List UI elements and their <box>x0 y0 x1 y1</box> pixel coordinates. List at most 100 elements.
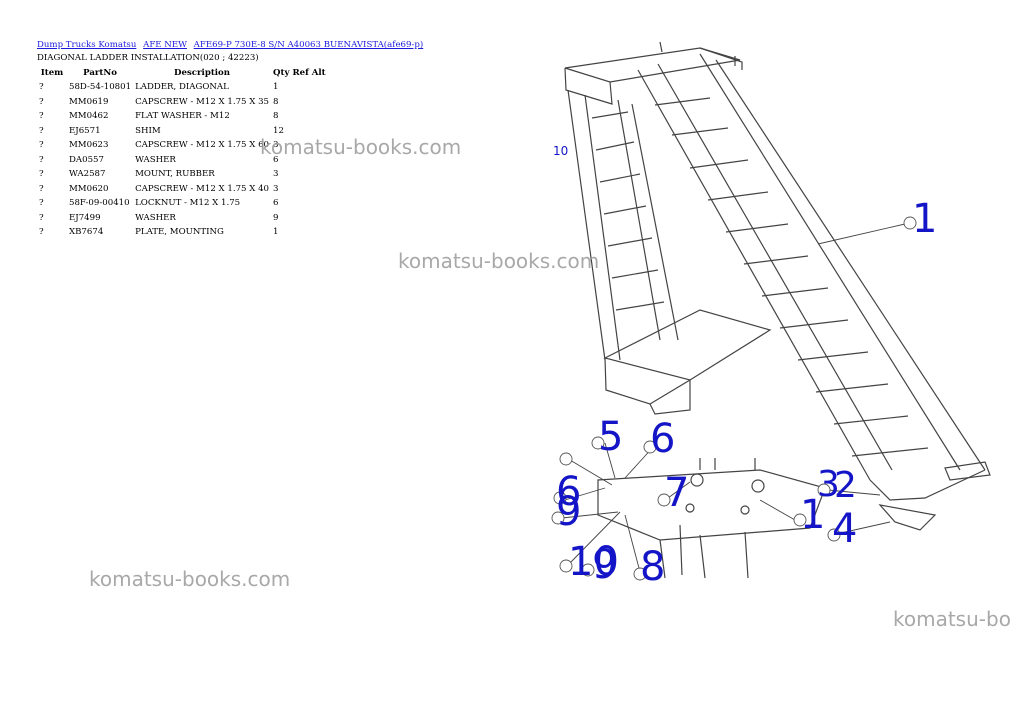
cell-qty: 8 <box>273 96 279 107</box>
callout-6: 6 <box>650 416 675 462</box>
callout-3: 3 <box>817 464 840 505</box>
header-description: Description <box>174 68 231 78</box>
cell-description: WASHER <box>135 212 176 223</box>
breadcrumb-link-afe-new[interactable]: AFE NEW <box>143 40 187 50</box>
cell-partno: XB7674 <box>69 227 104 238</box>
cell-partno: MM0623 <box>69 140 109 151</box>
callout-7: 7 <box>664 470 689 516</box>
cell-description: WASHER <box>135 154 176 165</box>
cell-description: LADDER, DIAGONAL <box>135 82 229 93</box>
watermark-text: komatsu-bo <box>893 607 1011 631</box>
callout-1b: 1 <box>800 492 825 538</box>
callout-2: 2 <box>834 465 857 506</box>
callout-9: 9 <box>556 489 581 535</box>
watermark-clip: komatsu-bo <box>893 607 1024 637</box>
table-row: ? EJ7499 WASHER 9 <box>37 211 328 226</box>
cell-description: FLAT WASHER - M12 <box>135 111 230 122</box>
cell-qty: 3 <box>273 183 279 194</box>
cell-qty: 6 <box>273 154 279 165</box>
breadcrumb: Dump Trucks Komatsu AFE NEW AFE69-P 730E… <box>37 40 427 50</box>
cell-item: ? <box>39 169 44 180</box>
table-row: ? 58F-09-00410 LOCKNUT - M12 X 1.75 6 <box>37 196 328 211</box>
table-row: ? XB7674 PLATE, MOUNTING 1 <box>37 225 328 240</box>
callout-bubble <box>903 216 917 230</box>
cell-partno: 58F-09-00410 <box>69 198 130 209</box>
cell-qty: 3 <box>273 169 279 180</box>
cell-partno: EJ7499 <box>69 212 101 223</box>
cell-qty: 3 <box>273 140 279 151</box>
table-row: ? MM0623 CAPSCREW - M12 X 1.75 X 60 3 <box>37 138 328 153</box>
callout-bubble <box>591 436 605 450</box>
cell-item: ? <box>39 140 44 151</box>
table-row: ? EJ6571 SHIM 12 <box>37 124 328 139</box>
table-row: ? MM0462 FLAT WASHER - M12 8 <box>37 109 328 124</box>
cell-partno: WA2587 <box>69 169 106 180</box>
cell-partno: DA0557 <box>69 154 104 165</box>
table-row: ? MM0620 CAPSCREW - M12 X 1.75 X 40 3 <box>37 182 328 197</box>
table-row: ? DA0557 WASHER 6 <box>37 153 328 168</box>
callout-6b: 6 <box>556 469 581 515</box>
callout-bubble <box>827 528 841 542</box>
callout-bubble <box>551 511 565 525</box>
cell-item: ? <box>39 154 44 165</box>
cell-partno: MM0619 <box>69 96 109 107</box>
callout-bubble <box>553 491 567 505</box>
table-row: ? MM0619 CAPSCREW - M12 X 1.75 X 35 8 <box>37 95 328 110</box>
cell-description: MOUNT, RUBBER <box>135 169 215 180</box>
callout-bubble <box>633 567 647 581</box>
callout-bubbles <box>551 216 917 581</box>
cell-item: ? <box>39 183 44 194</box>
cell-partno: 58D-54-10801 <box>69 82 132 93</box>
cell-description: CAPSCREW - M12 X 1.75 X 60 <box>135 140 270 151</box>
callout-bubble <box>559 559 573 573</box>
table-row: ? 58D-54-10801 LADDER, DIAGONAL 1 <box>37 80 328 95</box>
breadcrumb-link-dump-trucks[interactable]: Dump Trucks Komatsu <box>37 40 137 50</box>
cell-description: CAPSCREW - M12 X 1.75 X 40 <box>135 183 270 194</box>
cell-qty: 1 <box>273 82 279 93</box>
callout-4: 4 <box>832 506 857 552</box>
cell-description: PLATE, MOUNTING <box>135 227 224 238</box>
callout-bubble <box>793 513 807 527</box>
cell-description: SHIM <box>135 125 161 136</box>
cell-partno: MM0620 <box>69 183 109 194</box>
callout-bubble <box>559 452 573 466</box>
header-partno: PartNo <box>83 68 117 78</box>
header-qty: Qty Ref Alt <box>273 68 326 78</box>
page-title: DIAGONAL LADDER INSTALLATION(020 ; 42223… <box>37 53 259 63</box>
cell-item: ? <box>39 96 44 107</box>
cell-item: ? <box>39 212 44 223</box>
callout-bubble <box>817 483 831 497</box>
callout-labels: 1 5 6 6 9 7 10 9 8 1 3 2 4 10 <box>553 144 937 590</box>
callout-5: 5 <box>598 414 623 460</box>
header-item: Item <box>40 68 64 78</box>
cell-partno: EJ6571 <box>69 125 101 136</box>
cell-partno: MM0462 <box>69 111 109 122</box>
parts-table: Item PartNo Description Qty Ref Alt ? 58… <box>37 66 328 240</box>
cell-item: ? <box>39 227 44 238</box>
callout-bubble <box>581 563 595 577</box>
callout-bubble <box>657 493 671 507</box>
cell-description: CAPSCREW - M12 X 1.75 X 35 <box>135 96 270 107</box>
cell-qty: 6 <box>273 198 279 209</box>
cell-item: ? <box>39 111 44 122</box>
cell-item: ? <box>39 82 44 93</box>
callout-bubble <box>643 440 657 454</box>
breadcrumb-link-model[interactable]: AFE69-P 730E-8 S/N A40063 BUENAVISTA(afe… <box>193 40 424 50</box>
callout-9b: 9 <box>592 542 617 588</box>
table-row: ? WA2587 MOUNT, RUBBER 3 <box>37 167 328 182</box>
leader-lines <box>561 223 906 573</box>
cell-item: ? <box>39 125 44 136</box>
cell-qty: 12 <box>273 125 284 136</box>
callout-10-small: 10 <box>553 144 568 158</box>
callout-10: 10 <box>568 539 619 585</box>
cell-description: LOCKNUT - M12 X 1.75 <box>135 198 241 209</box>
cell-qty: 9 <box>273 212 279 223</box>
table-header-row: Item PartNo Description Qty Ref Alt <box>37 66 328 80</box>
cell-item: ? <box>39 198 44 209</box>
callout-1: 1 <box>912 196 937 242</box>
ladder-linework <box>564 41 991 579</box>
callout-8: 8 <box>640 544 665 590</box>
cell-qty: 1 <box>273 227 279 238</box>
cell-qty: 8 <box>273 111 279 122</box>
